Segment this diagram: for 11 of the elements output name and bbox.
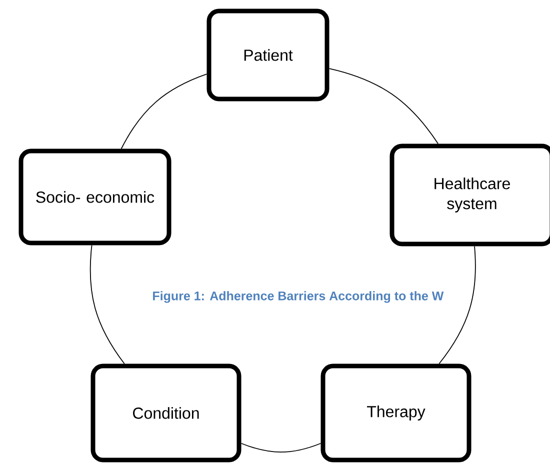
rounded-box: Condition bbox=[90, 364, 242, 462]
connector-arc bbox=[120, 74, 208, 150]
rounded-box: Therapy bbox=[320, 364, 472, 462]
connector-arc bbox=[90, 244, 125, 364]
connector-arc bbox=[240, 442, 322, 453]
caption: Figure 1: Adherence Barriers According to the W bbox=[150, 289, 446, 305]
rounded-box: Patient bbox=[206, 8, 330, 102]
rounded-box: Healthcare system bbox=[390, 144, 550, 246]
rounded-box: Socio- economic bbox=[18, 148, 172, 246]
connector-arc bbox=[328, 68, 439, 144]
connector-arc bbox=[438, 246, 476, 364]
